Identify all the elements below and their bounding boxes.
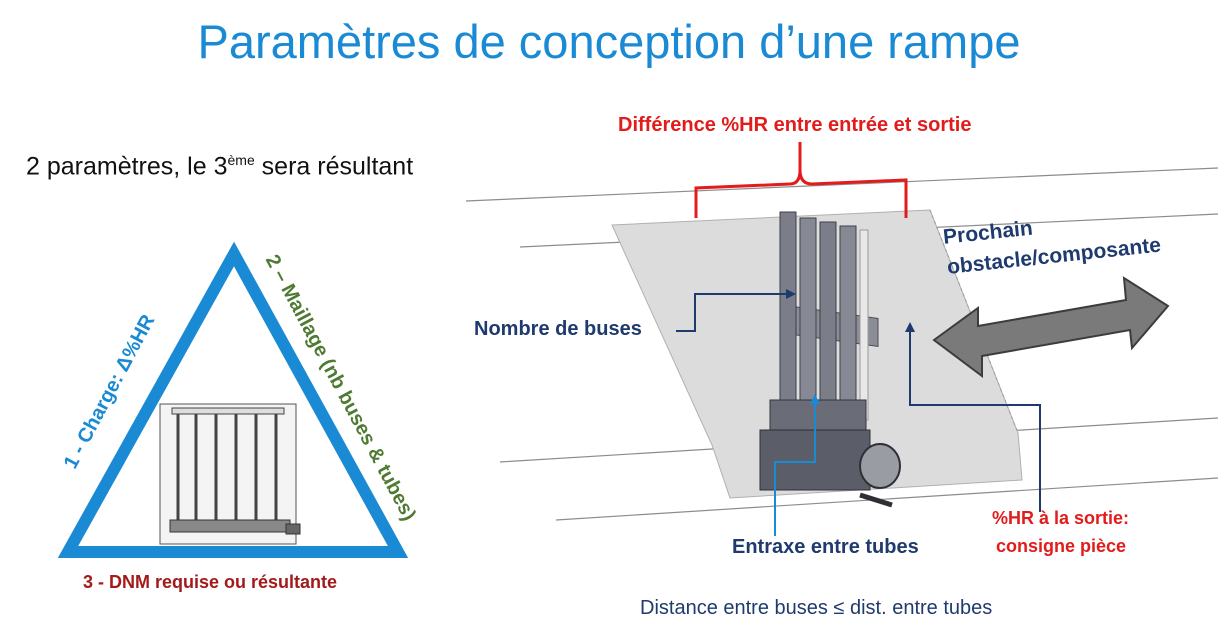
subtitle-text: 2 paramètres, le 3 xyxy=(26,152,228,181)
design-triangle xyxy=(57,241,409,558)
consigne-label: consigne pièce xyxy=(996,536,1127,556)
ramp-thumbnail xyxy=(159,403,301,545)
next-obstacle-arrow xyxy=(932,276,1170,378)
entraxe-arrow xyxy=(774,402,816,536)
entraxe-label: Entraxe entre tubes xyxy=(732,536,919,558)
page-title: Paramètres de conception d’une rampe xyxy=(197,15,1021,68)
buses-arrow xyxy=(676,293,788,332)
ramp-apparatus xyxy=(759,211,901,508)
difference-brace xyxy=(694,142,908,218)
subtitle: 2 paramètres, le 3ème sera résultant xyxy=(26,152,413,181)
subtitle-superscript: ème xyxy=(227,152,255,168)
difference-label: Différence %HR entre entrée et sortie xyxy=(618,114,972,136)
duct-edge xyxy=(929,209,1019,434)
hr-arrow xyxy=(909,330,1041,512)
triangle-side-dnm: 3 - DNM requise ou résultante xyxy=(83,572,338,592)
hr-sortie-label: %HR à la sortie: xyxy=(992,508,1130,528)
nombre-buses-label: Nombre de buses xyxy=(474,318,642,340)
distance-note: Distance entre buses ≤ dist. entre tubes xyxy=(640,597,993,619)
subtitle-text-end: sera résultant xyxy=(254,152,414,181)
